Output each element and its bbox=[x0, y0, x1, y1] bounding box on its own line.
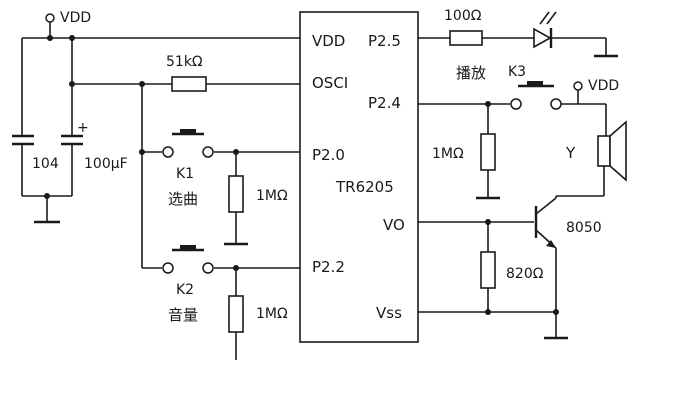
pin-p25-label: P2.5 bbox=[368, 32, 401, 50]
resistor-k1-1m bbox=[228, 175, 244, 213]
resistor-100-label: 100Ω bbox=[444, 8, 482, 24]
k1-contact-right bbox=[202, 146, 214, 158]
led-light-arrow-icon bbox=[546, 11, 557, 25]
k2-function-label: 音量 bbox=[168, 306, 198, 324]
k1-id-label: K1 bbox=[176, 166, 194, 182]
resistor-820 bbox=[480, 251, 496, 289]
speaker-icon bbox=[597, 135, 611, 167]
resistor-k3-1m bbox=[480, 133, 496, 171]
cap-plus-sign: + bbox=[77, 120, 89, 136]
chip-body bbox=[299, 11, 419, 343]
resistor-k1-label: 1MΩ bbox=[256, 188, 288, 204]
resistor-k2-1m bbox=[228, 295, 244, 333]
k1-button-icon bbox=[180, 129, 196, 134]
vdd-right-label: VDD bbox=[588, 78, 619, 94]
k3-function-label: 播放 bbox=[456, 64, 486, 82]
cap-104-label: 104 bbox=[32, 156, 59, 172]
transistor-arrow-icon bbox=[546, 240, 556, 248]
pin-osci-label: OSCI bbox=[312, 74, 348, 92]
pin-vss-label: Vss bbox=[376, 304, 402, 322]
chip-name-label: TR6205 bbox=[335, 178, 394, 196]
resistor-820-label: 820Ω bbox=[506, 266, 544, 282]
resistor-k3-label: 1MΩ bbox=[432, 146, 464, 162]
k3-contact-right bbox=[550, 98, 562, 110]
k3-button-icon bbox=[527, 81, 543, 86]
k1-contact-left bbox=[162, 146, 174, 158]
transistor-collector bbox=[535, 197, 557, 215]
speaker-label: Y bbox=[565, 144, 576, 162]
k1-function-label: 选曲 bbox=[168, 190, 198, 208]
vdd-left-label: VDD bbox=[60, 10, 91, 26]
resistor-51k-label: 51kΩ bbox=[166, 54, 203, 70]
led-icon bbox=[533, 27, 552, 49]
k3-id-label: K3 bbox=[508, 64, 526, 80]
junction-dot bbox=[47, 35, 53, 41]
speaker-cone-icon bbox=[609, 120, 627, 182]
cap-100uf-label: 100μF bbox=[84, 156, 128, 172]
resistor-k2-label: 1MΩ bbox=[256, 306, 288, 322]
k3-contact-left bbox=[510, 98, 522, 110]
vdd-terminal-right bbox=[573, 81, 583, 91]
junction-dot bbox=[485, 309, 491, 315]
k2-contact-right bbox=[202, 262, 214, 274]
pin-p22-label: P2.2 bbox=[312, 258, 345, 276]
vdd-terminal-left bbox=[45, 13, 55, 23]
resistor-100 bbox=[449, 30, 483, 46]
led-light-arrow-icon bbox=[539, 11, 550, 25]
resistor-51k bbox=[171, 76, 207, 92]
pin-p20-label: P2.0 bbox=[312, 146, 345, 164]
transistor-label: 8050 bbox=[566, 220, 602, 236]
pin-vo-label: VO bbox=[383, 216, 405, 234]
k2-contact-left bbox=[162, 262, 174, 274]
pin-p24-label: P2.4 bbox=[368, 94, 401, 112]
k2-id-label: K2 bbox=[176, 282, 194, 298]
pin-vdd-label: VDD bbox=[312, 32, 345, 50]
k2-button-icon bbox=[180, 245, 196, 250]
